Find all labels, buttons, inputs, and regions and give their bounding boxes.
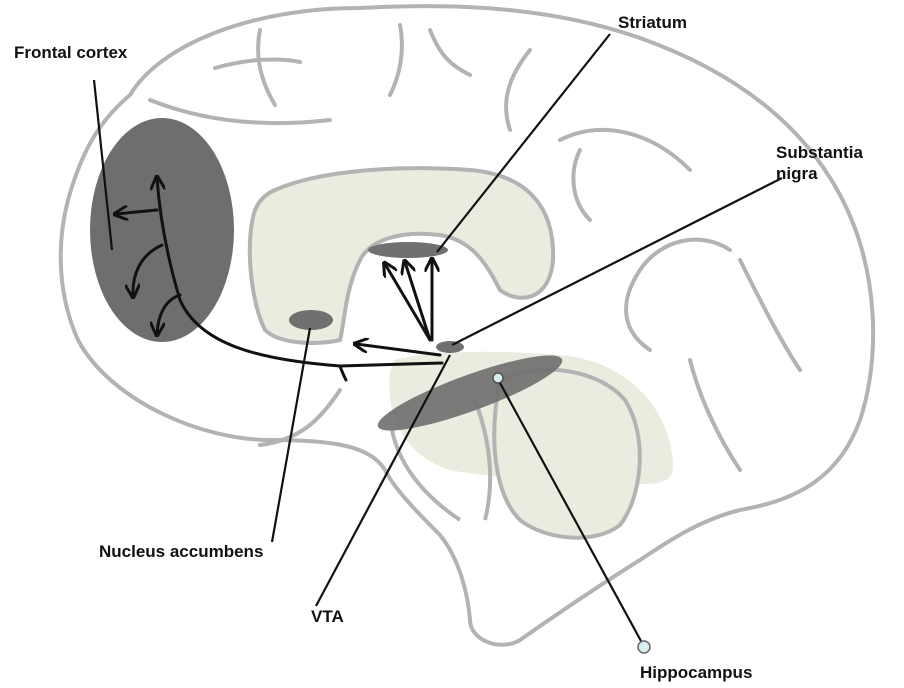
cerebellum-region — [494, 370, 640, 538]
mesolimbic-arrow — [356, 344, 440, 355]
substantia-nigra-nucleus — [436, 341, 464, 353]
nigrostriatal-arrow-2 — [405, 262, 430, 340]
hippocampus-marker — [493, 373, 503, 383]
striatum-nucleus — [368, 242, 448, 258]
vta-label: VTA — [311, 606, 344, 627]
substantia-nigra-label-line1: Substantia — [776, 142, 863, 163]
hippocampus-label: Hippocampus — [640, 662, 752, 683]
nigrostriatal-arrow-1 — [385, 264, 430, 340]
nucleus-accumbens-label: Nucleus accumbens — [99, 541, 263, 562]
substantia-nigra-label-line2: nigra — [776, 163, 863, 184]
striatum-label: Striatum — [618, 12, 687, 33]
substantia-nigra-label: Substantia nigra — [776, 142, 863, 184]
frontal-cortex-label: Frontal cortex — [14, 42, 127, 63]
hippocampus-label-marker — [638, 641, 650, 653]
nucleus-accumbens-nucleus — [289, 310, 333, 330]
